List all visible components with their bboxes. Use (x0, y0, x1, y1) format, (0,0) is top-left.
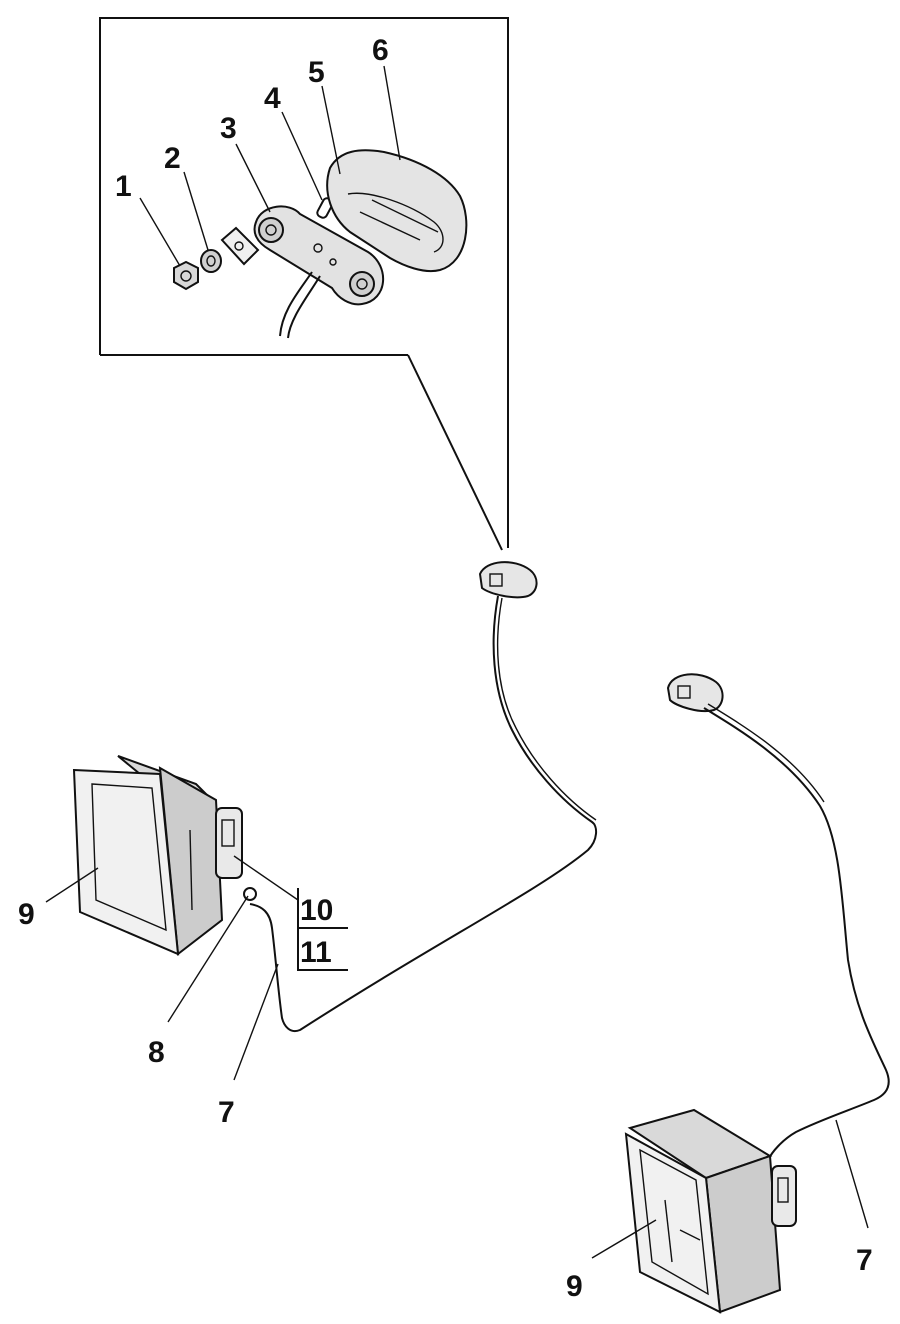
callout-8: 8 (148, 1036, 165, 1069)
base-plate-part (253, 205, 384, 306)
lamp-lens-part (326, 149, 468, 272)
leader-1 (139, 197, 181, 267)
wire-harness-left-2 (496, 597, 597, 821)
callout-2: 2 (164, 142, 181, 175)
bracket-plate-part (220, 226, 260, 266)
callout-7-right: 7 (856, 1244, 873, 1277)
callout-10: 10 (300, 894, 333, 927)
callout-11: 11 (300, 936, 332, 969)
tail-lamp-right (624, 1108, 797, 1314)
inset-wire-2 (287, 275, 321, 339)
callout-9-left: 9 (18, 898, 35, 931)
plate-lamp-upper (478, 561, 538, 599)
callout-9-right: 9 (566, 1270, 583, 1303)
leader-6 (383, 65, 401, 161)
wire-harness-right-2 (707, 703, 825, 803)
leader-9-left (45, 867, 99, 903)
callout-4: 4 (264, 82, 281, 115)
leader-10-11 (233, 855, 299, 901)
callout-7-left: 7 (218, 1096, 235, 1129)
leader-7-right (835, 1119, 869, 1229)
leader-9-right (591, 1219, 657, 1259)
callout-10-11-box (297, 888, 348, 971)
wire-harness-right (703, 707, 890, 1161)
inset-leader (407, 354, 503, 551)
tail-lamp-left (72, 755, 257, 956)
inset-wire (279, 271, 313, 337)
callout-6: 6 (372, 34, 389, 67)
leader-3 (235, 143, 271, 213)
callout-3: 3 (220, 112, 237, 145)
leader-8 (167, 895, 249, 1023)
inset-frame (99, 17, 509, 548)
leader-7-left (233, 963, 279, 1081)
callout-5: 5 (308, 56, 325, 89)
leader-2 (183, 171, 209, 251)
leader-5 (321, 85, 341, 175)
washer-part (200, 249, 222, 273)
leader-4 (281, 111, 323, 201)
callout-1: 1 (115, 170, 132, 203)
detail-inset (99, 17, 509, 551)
nut-part (173, 260, 199, 291)
plate-lamp-lower (666, 673, 724, 712)
